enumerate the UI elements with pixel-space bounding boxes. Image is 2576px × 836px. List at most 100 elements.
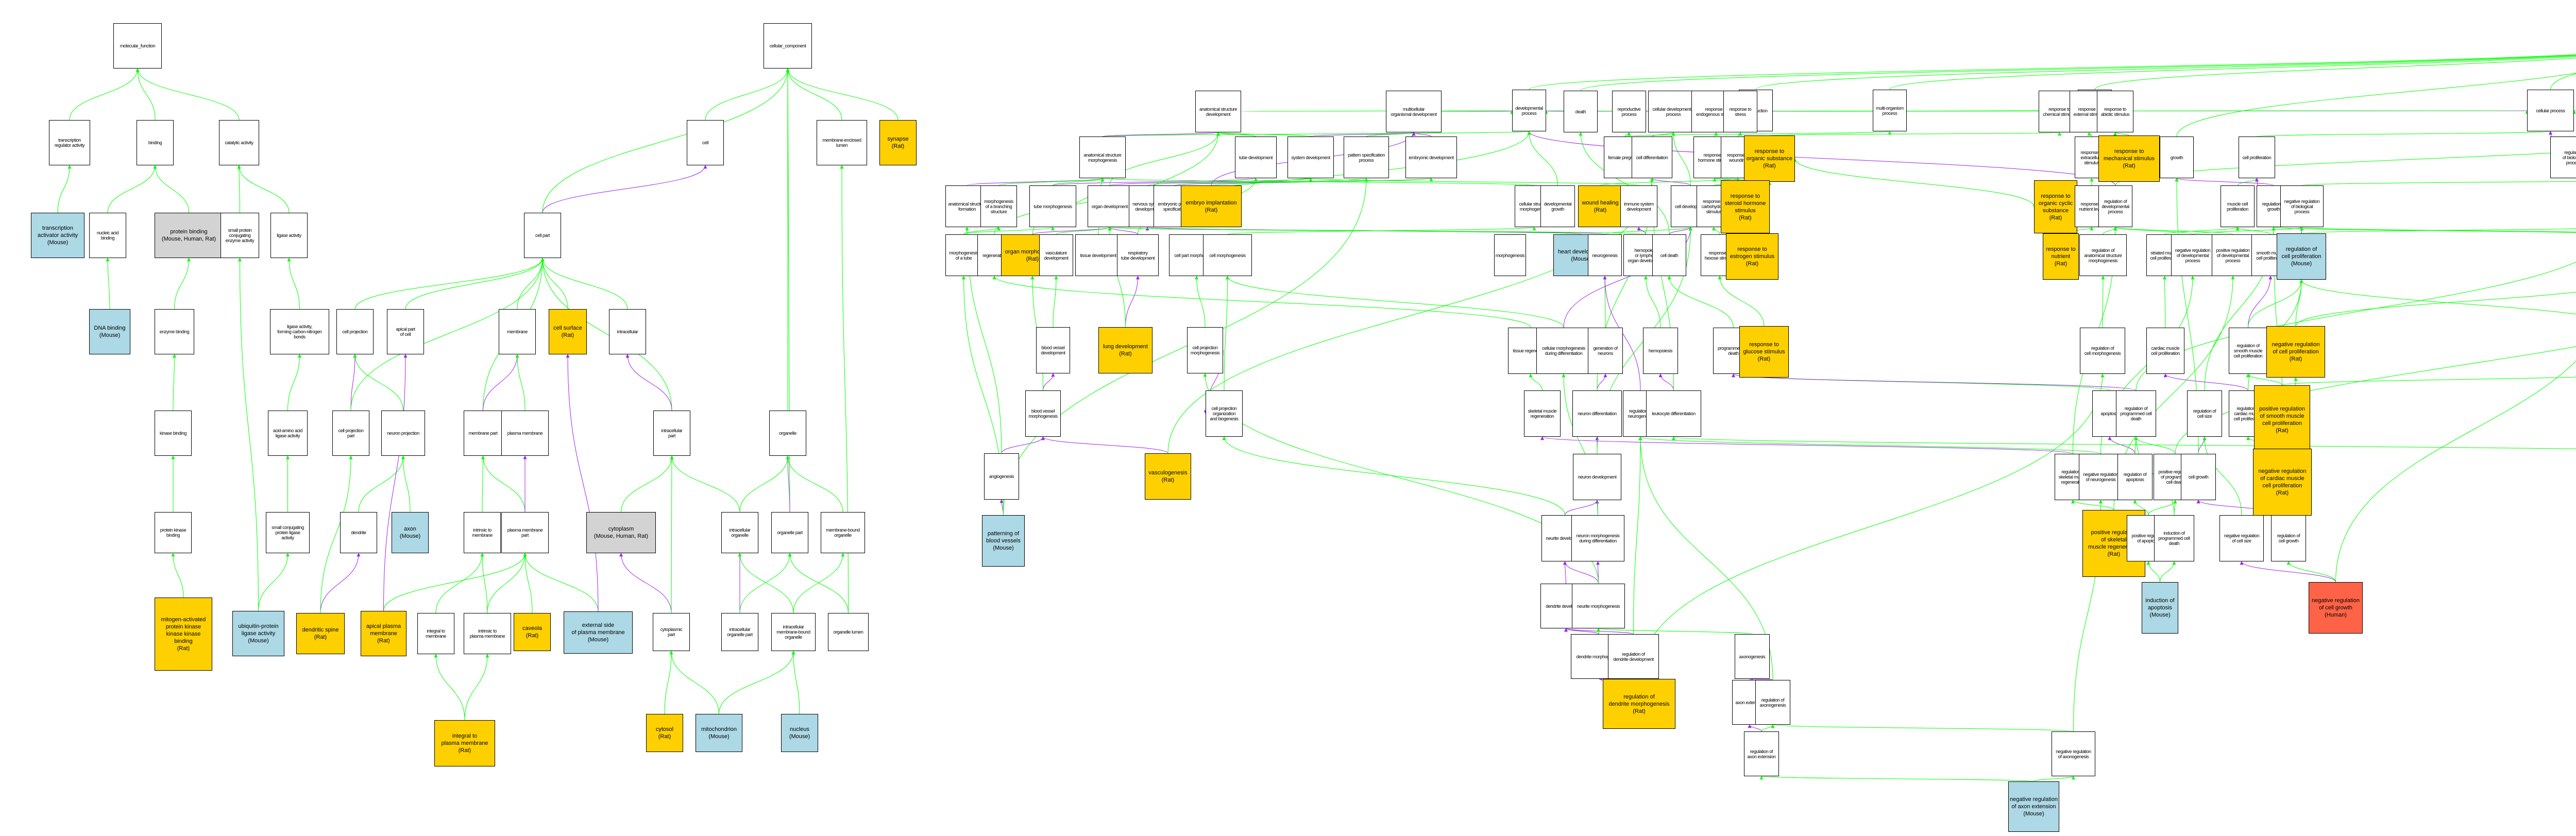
annotated-term-node[interactable]: DNA binding (Mouse): [89, 309, 130, 354]
term-node[interactable]: negative regulation of cell size: [2219, 515, 2264, 561]
term-node[interactable]: anatomical structure development: [1195, 91, 1241, 132]
term-node[interactable]: protein kinase binding: [155, 512, 192, 553]
term-node[interactable]: cardiac muscle cell proliferation: [2146, 328, 2184, 374]
annotated-term-node[interactable]: response to estrogen stimulus (Rat): [1726, 233, 1778, 280]
term-node[interactable]: regulation of apoptosis: [2117, 454, 2153, 500]
term-node[interactable]: cell growth: [2181, 454, 2216, 500]
term-node[interactable]: respiratory tube development: [1117, 234, 1159, 276]
term-node[interactable]: muscle cell proliferation: [2221, 185, 2255, 227]
term-node[interactable]: neurite morphogenesis: [1572, 584, 1625, 628]
annotated-term-node[interactable]: transcription activator activity (Mouse): [31, 213, 84, 258]
term-node[interactable]: growth: [2160, 137, 2194, 178]
term-node[interactable]: transcription regulator activity: [49, 120, 90, 165]
annotated-term-node[interactable]: response to steroid hormone stimulus (Ra…: [1721, 180, 1770, 233]
term-node[interactable]: cell part: [524, 213, 561, 258]
annotated-term-node[interactable]: regulation of cell proliferation (Mouse): [2277, 233, 2326, 280]
annotated-term-node[interactable]: protein binding (Mouse, Human, Rat): [155, 213, 223, 258]
annotated-term-node[interactable]: apical plasma membrane (Rat): [361, 611, 406, 656]
term-node[interactable]: regulation of anatomical structure morph…: [2079, 234, 2127, 276]
term-node[interactable]: nucleic acid binding: [89, 213, 126, 258]
term-node[interactable]: ligase activity, forming carbon-nitrogen…: [270, 309, 329, 354]
annotated-term-node[interactable]: negative regulation of cell growth (Huma…: [2309, 582, 2363, 634]
term-node[interactable]: reproductive process: [1612, 91, 1646, 132]
term-node[interactable]: acid-amino acid ligase activity: [268, 411, 308, 456]
term-node[interactable]: ligase activity: [270, 213, 308, 258]
term-node[interactable]: morphogenesis of a branching structure: [980, 185, 1017, 227]
term-node[interactable]: small conjugating protein ligase activit…: [266, 512, 310, 553]
term-node[interactable]: membrane: [499, 309, 536, 354]
annotated-term-node[interactable]: embryo implantation (Rat): [1181, 185, 1242, 227]
term-node[interactable]: organelle: [769, 411, 806, 456]
term-node[interactable]: regulation of axonogenesis: [1755, 680, 1790, 725]
term-node[interactable]: regulation of developmental process: [2098, 185, 2132, 227]
annotated-term-node[interactable]: external side of plasma membrane (Mouse): [564, 611, 633, 654]
term-node[interactable]: intracellular organelle: [721, 512, 758, 553]
term-node[interactable]: intrinsic to plasma membrane: [464, 613, 511, 654]
annotated-term-node[interactable]: induction of apoptosis (Mouse): [2142, 582, 2178, 634]
term-node[interactable]: molecular_function: [113, 23, 162, 69]
term-node[interactable]: death: [1564, 91, 1598, 132]
term-node[interactable]: blood vessel development: [1036, 327, 1070, 373]
term-node[interactable]: cell proliferation: [2239, 137, 2275, 178]
term-node[interactable]: tube development: [1235, 137, 1277, 178]
term-node[interactable]: organelle part: [771, 512, 808, 553]
term-node[interactable]: pattern specification process: [1344, 137, 1389, 178]
term-node[interactable]: vasculature development: [1039, 234, 1073, 276]
term-node[interactable]: skeletal muscle regeneration: [1524, 390, 1561, 437]
term-node[interactable]: cellular morphogenesis during differenti…: [1536, 328, 1591, 374]
term-node[interactable]: regulation of cell size: [2187, 390, 2222, 437]
annotated-term-node[interactable]: positive regulation of smooth muscle cel…: [2254, 385, 2310, 454]
term-node[interactable]: neuron morphogenesis during differentiat…: [1571, 515, 1624, 561]
annotated-term-node[interactable]: wound healing (Rat): [1578, 185, 1622, 227]
term-node[interactable]: intrinsic to membrane: [464, 512, 501, 553]
term-node[interactable]: intracellular membrane-bound organelle: [771, 613, 816, 651]
term-node[interactable]: dendrite: [340, 512, 377, 553]
term-node[interactable]: cellular process: [2527, 90, 2574, 131]
term-node[interactable]: system development: [1287, 137, 1334, 178]
term-node[interactable]: regulation of cell morphogenesis: [2080, 328, 2125, 374]
annotated-term-node[interactable]: cytoplasm (Mouse, Human, Rat): [586, 512, 656, 553]
term-node[interactable]: developmental process: [1512, 90, 1546, 131]
term-node[interactable]: regulation of programmed cell death: [2116, 390, 2156, 437]
term-node[interactable]: cell death: [1652, 234, 1686, 276]
term-node[interactable]: regulation of cell growth: [2271, 515, 2306, 561]
term-node[interactable]: tissue development: [1075, 234, 1121, 276]
term-node[interactable]: neuron development: [1573, 454, 1621, 500]
term-node[interactable]: neuron differentiation: [1572, 390, 1622, 437]
term-node[interactable]: blood vessel morphogenesis: [1025, 390, 1061, 437]
annotated-term-node[interactable]: response to organic substance (Rat): [1744, 135, 1795, 182]
annotated-term-node[interactable]: mitogen-activated protein kinase kinase …: [155, 598, 212, 671]
term-node[interactable]: hemopoiesis: [1643, 328, 1678, 374]
term-node[interactable]: neuron projection: [381, 411, 425, 456]
term-node[interactable]: negative regulation of developmental pro…: [2171, 234, 2214, 276]
annotated-term-node[interactable]: negative regulation of axon extension (M…: [2008, 781, 2059, 832]
term-node[interactable]: binding: [137, 120, 174, 165]
term-node[interactable]: negative regulation of neurogenesis: [2079, 454, 2123, 500]
term-node[interactable]: enzyme binding: [155, 309, 194, 354]
annotated-term-node[interactable]: vasculogenesis (Rat): [1145, 453, 1191, 500]
term-node[interactable]: cellular_component: [764, 23, 812, 69]
term-node[interactable]: embryonic development: [1405, 137, 1457, 178]
term-node[interactable]: cell projection part: [332, 411, 369, 456]
term-node[interactable]: plasma membrane: [501, 411, 549, 456]
annotated-term-node[interactable]: response to nutrient (Rat): [2043, 233, 2079, 280]
term-node[interactable]: cell projection morphogenesis: [1187, 327, 1223, 373]
annotated-term-node[interactable]: integral to plasma membrane (Rat): [434, 720, 495, 766]
annotated-term-node[interactable]: response to organic cyclic substance (Ra…: [2034, 180, 2077, 233]
annotated-term-node[interactable]: cytosol (Rat): [646, 714, 683, 752]
term-node[interactable]: cell: [687, 120, 724, 165]
annotated-term-node[interactable]: negative regulation of cell proliferatio…: [2266, 326, 2325, 378]
term-node[interactable]: multicellular organismal development: [1386, 91, 1442, 132]
term-node[interactable]: cell projection organization and biogene…: [1206, 390, 1243, 437]
annotated-term-node[interactable]: response to mechanical stimulus (Rat): [2098, 135, 2160, 182]
annotated-term-node[interactable]: mitochondrion (Mouse): [696, 714, 742, 752]
annotated-term-node[interactable]: regulation of dendrite morphogenesis (Ra…: [1603, 679, 1675, 729]
term-node[interactable]: catalytic activity: [219, 120, 259, 165]
term-node[interactable]: cell morphogenesis: [1203, 234, 1252, 276]
annotated-term-node[interactable]: cell surface (Rat): [549, 309, 587, 354]
term-node[interactable]: plasma membrane part: [501, 512, 549, 553]
annotated-term-node[interactable]: lung development (Rat): [1098, 327, 1153, 373]
term-node[interactable]: neurogenesis: [1588, 234, 1622, 276]
term-node[interactable]: tube morphogenesis: [1029, 185, 1076, 227]
term-node[interactable]: cell projection: [336, 309, 374, 354]
